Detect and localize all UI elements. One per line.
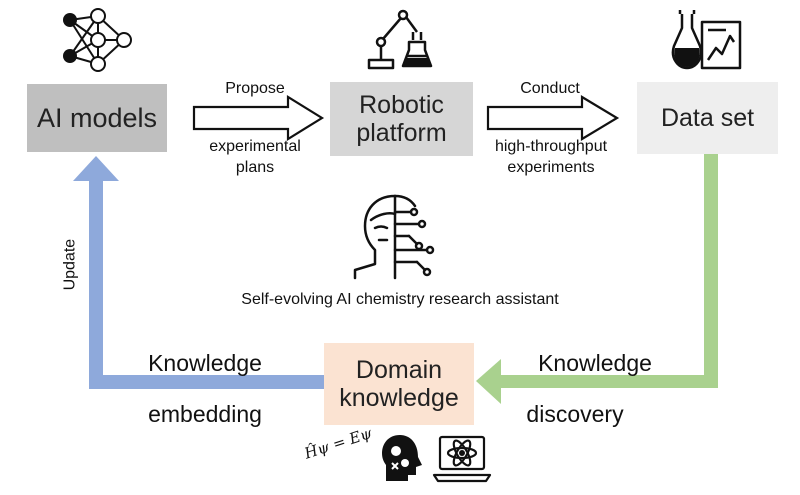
domain-label-line2: knowledge — [339, 384, 459, 412]
propose-sub-label-2: plans — [235, 159, 275, 176]
conduct-label: Conduct — [520, 80, 580, 97]
discovery-arrow-head — [476, 359, 501, 404]
embedding-top-label: Knowledge — [148, 350, 262, 376]
update-arrow-head — [73, 156, 119, 181]
robot-arm-icon — [367, 9, 433, 70]
lab-flask-chart-icon — [671, 10, 742, 70]
robotic-label-line1: Robotic — [359, 91, 444, 119]
discovery-bottom-label: discovery — [526, 401, 624, 427]
conduct-sub-label-2: experiments — [507, 159, 595, 176]
discovery-top-label: Knowledge — [538, 350, 652, 376]
update-label: Update — [61, 238, 79, 291]
propose-arrow — [192, 95, 325, 141]
ai-models-label: AI models — [36, 102, 158, 133]
propose-label: Propose — [225, 80, 285, 97]
domain-knowledge-box: Domain knowledge — [324, 343, 474, 425]
robotic-platform-box: Robotic platform — [330, 82, 473, 156]
domain-label-line1: Domain — [355, 356, 443, 384]
neural-network-icon — [63, 8, 132, 72]
ai-models-box: AI models — [27, 84, 167, 152]
data-set-label: Data set — [660, 104, 755, 132]
conduct-sub-label-1: high-throughput — [494, 138, 608, 155]
robotic-label-line2: platform — [356, 119, 447, 147]
conduct-arrow — [486, 95, 620, 141]
discovery-arrow-shaft-vertical — [704, 154, 718, 388]
head-gears-icon — [382, 435, 422, 481]
update-arrow-shaft-horizontal — [89, 375, 324, 389]
ai-head-circuit-icon — [353, 194, 435, 280]
propose-sub-label-1: experimental — [209, 138, 301, 155]
center-caption: Self-evolving AI chemistry research assi… — [241, 291, 559, 308]
data-set-box: Data set — [637, 82, 778, 154]
embedding-bottom-label: embedding — [148, 401, 262, 427]
update-arrow-shaft-vertical — [89, 180, 103, 389]
laptop-molecule-icon — [432, 435, 492, 483]
discovery-arrow-shaft-horizontal — [500, 375, 718, 388]
